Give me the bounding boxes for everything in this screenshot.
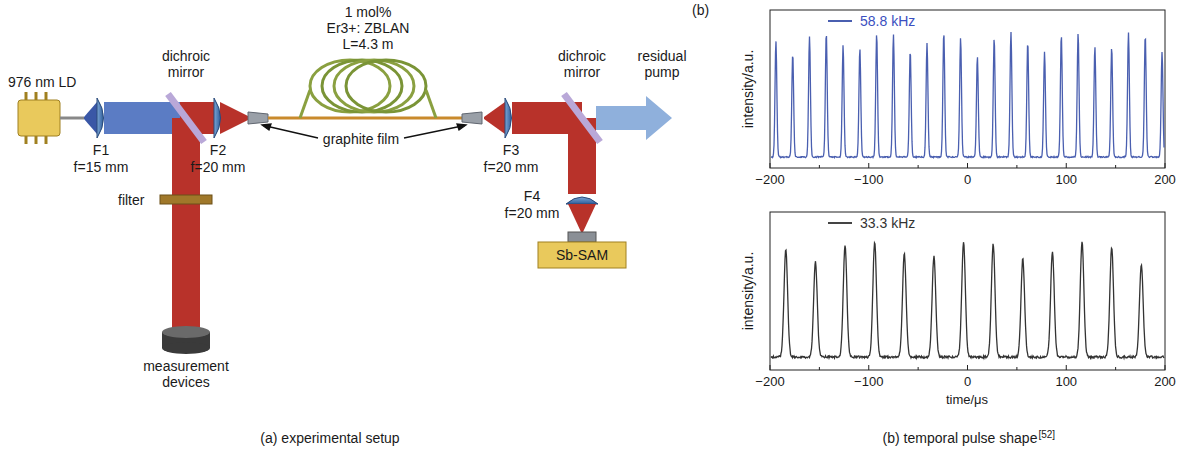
figure-caption: (a) experimental setup xyxy=(260,430,399,446)
fiber-doping: 1 mol% xyxy=(345,4,392,20)
sam-chip xyxy=(568,232,596,242)
signal-cone xyxy=(568,204,596,232)
focal-length: f=20 mm xyxy=(505,205,560,221)
lens-f2 xyxy=(214,98,221,138)
pump-beam xyxy=(104,102,180,134)
focal-length: f=15 mm xyxy=(74,159,129,175)
axis-ticks xyxy=(770,163,1165,370)
legend-sample xyxy=(828,222,852,224)
sam-mount xyxy=(538,242,626,268)
tick-label: 100 xyxy=(1055,374,1077,390)
tick-label: 200 xyxy=(1154,374,1176,390)
er-zblan-fiber xyxy=(248,60,482,124)
tick-label: 200 xyxy=(1154,172,1176,188)
panel-tag: (b) xyxy=(692,2,709,18)
part-label: dichroic mirror xyxy=(547,48,617,80)
residual-pump-arrow xyxy=(596,96,672,140)
part-label: filter xyxy=(118,192,144,208)
lens-name: F2 xyxy=(210,142,226,158)
fiber-length: L=4.3 m xyxy=(343,36,394,52)
plot-frame xyxy=(770,212,1165,370)
signal-output-beam xyxy=(172,118,200,330)
signal-cone xyxy=(484,102,505,134)
part-label: graphite film xyxy=(323,131,399,147)
axis-title: time/μs xyxy=(946,392,988,408)
lens-name: F4 xyxy=(524,188,540,204)
focal-length: f=20 mm xyxy=(484,159,539,175)
tick-label: −200 xyxy=(755,172,784,188)
part-label: Sb-SAM xyxy=(556,247,608,263)
dichroic-mirror xyxy=(564,94,600,142)
part-label: measurement devices xyxy=(126,358,246,390)
pulse-trace xyxy=(771,242,1164,358)
part-label: residual pump xyxy=(625,48,699,80)
legend-text: 33.3 kHz xyxy=(858,215,917,231)
tick-label: −200 xyxy=(755,374,784,390)
lens-f3 xyxy=(505,98,512,138)
tick-label: −100 xyxy=(854,374,883,390)
legend-text: 58.8 kHz xyxy=(858,13,917,29)
legend-sample xyxy=(828,20,852,22)
part-label: dichroic mirror xyxy=(151,48,221,80)
figure-caption: (b) temporal pulse shape xyxy=(883,430,1038,446)
citation: [52] xyxy=(1038,427,1055,443)
part-label: 976 nm LD xyxy=(8,74,76,90)
pump-cone xyxy=(84,102,97,134)
tick-label: 0 xyxy=(964,374,971,390)
lens-f1 xyxy=(97,98,104,138)
pulse-traces xyxy=(771,32,1164,358)
signal-cone xyxy=(220,102,250,134)
dichroic-mirror xyxy=(168,94,204,142)
focal-length: f=20 mm xyxy=(191,159,246,175)
axis-title: intensity/a.u. xyxy=(740,50,756,129)
laser-diode xyxy=(18,92,84,144)
pulse-trace xyxy=(771,32,1164,158)
tick-label: 0 xyxy=(964,172,971,188)
measurement-device xyxy=(162,326,210,354)
fiber-material: Er3+: ZBLAN xyxy=(327,20,410,36)
lens-f4 xyxy=(566,197,598,204)
filter xyxy=(160,195,212,204)
axis-title: intensity/a.u. xyxy=(740,252,756,331)
lens-name: F3 xyxy=(503,142,519,158)
lens-name: F1 xyxy=(93,142,109,158)
tick-label: −100 xyxy=(854,172,883,188)
plot-frame xyxy=(770,10,1165,168)
tick-label: 100 xyxy=(1055,172,1077,188)
